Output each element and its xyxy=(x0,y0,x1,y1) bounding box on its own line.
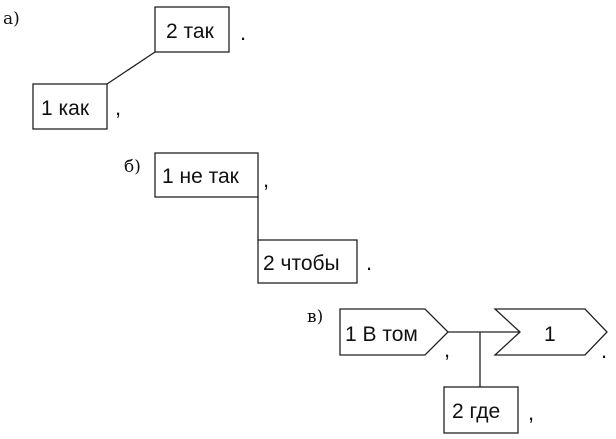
main-clause-part1-shape xyxy=(339,308,449,356)
main-punct: , xyxy=(263,167,269,192)
scheme-b: б) 1 не так , 2 чтобы . xyxy=(124,152,372,284)
main-clause-part2-shape xyxy=(493,308,608,356)
scheme-v: в) 1 В том , 1 . 2 где , xyxy=(307,307,608,434)
sub-clause-box xyxy=(443,386,519,434)
main-part1-punct: , xyxy=(444,337,450,362)
main-part2-punct: . xyxy=(601,338,607,363)
sub-clause-box xyxy=(32,83,108,130)
sub-punct: , xyxy=(528,400,534,425)
sub-clause-text: 2 где xyxy=(452,400,500,423)
scheme-a: а) 2 так . 1 как , xyxy=(3,6,246,130)
sub-clause-text: 1 как xyxy=(41,97,90,120)
scheme-a-label: а) xyxy=(3,9,20,29)
main-part2-text: 1 xyxy=(544,323,556,346)
main-clause-box xyxy=(154,6,230,53)
scheme-b-label: б) xyxy=(124,157,141,177)
sub-punct: , xyxy=(115,95,121,120)
main-clause-box xyxy=(154,152,259,198)
main-clause-text: 1 не так xyxy=(162,165,240,188)
main-part1-text: 1 В том xyxy=(345,323,418,346)
sub-punct: . xyxy=(366,250,372,275)
main-clause-text: 2 так xyxy=(166,20,215,43)
scheme-v-label: в) xyxy=(307,307,323,327)
sub-clause-text: 2 чтобы xyxy=(263,252,340,275)
sub-clause-box xyxy=(257,239,358,284)
connector-line xyxy=(106,51,156,85)
main-punct: . xyxy=(240,20,246,45)
